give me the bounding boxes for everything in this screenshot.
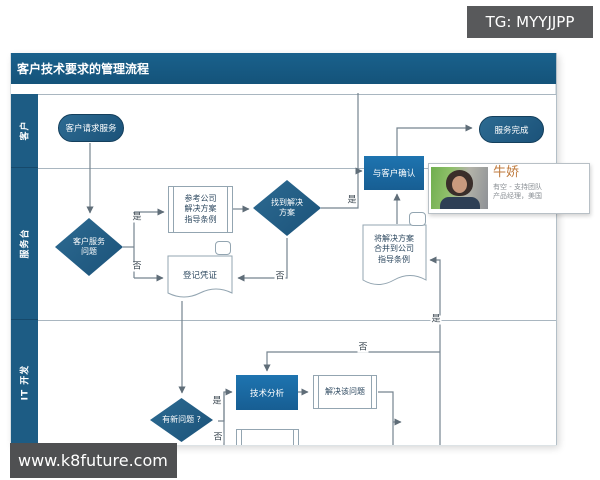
decision-customer-service-problem: 客户服务问题	[55, 218, 123, 276]
node-merge-solution	[362, 224, 427, 285]
lane-label-it-dev: IT 开发	[20, 364, 31, 401]
comment-balloon-icon	[215, 241, 231, 255]
node-clipped-bottom	[236, 429, 299, 445]
canvas-top-border	[38, 94, 556, 95]
diagram-title-bar: 客户技术要求的管理流程	[10, 53, 556, 84]
decision-solution-found: 找到解决方案	[253, 180, 321, 236]
edge-label-no: 否	[131, 261, 143, 272]
edge-label-no: 否	[357, 342, 369, 353]
contact-status: 有空 - 支持团队	[493, 183, 542, 191]
contact-title: 产品经理，美国	[493, 192, 542, 200]
node-reference-guidelines: 参考公司解决方案指导条例	[168, 186, 233, 233]
edge-label-yes: 是	[131, 212, 143, 223]
lane-label-service-desk: 服务台	[10, 168, 38, 320]
node-start: 客户请求服务	[58, 114, 124, 142]
node-register-voucher	[167, 255, 233, 298]
panel-left-border	[10, 53, 11, 445]
node-merge-solution-label: 将解决方案合并到公司指导条例	[374, 234, 414, 264]
edge-label-no: 否	[212, 432, 224, 443]
title-gap-strip	[10, 84, 556, 94]
decision-new-problem: 有新问题 ?	[150, 398, 213, 442]
edge-label-yes: 是	[211, 396, 223, 407]
watermark-bottom-left: www.k8future.com	[10, 443, 177, 478]
node-register-voucher-label: 登记凭证	[182, 271, 217, 281]
edge-label-no: 否	[274, 271, 286, 282]
contact-photo	[431, 167, 488, 209]
diagram-title: 客户技术要求的管理流程	[17, 62, 150, 76]
node-end: 服务完成	[479, 116, 544, 143]
panel-bottom-border	[10, 445, 557, 446]
node-technical-analysis: 技术分析	[236, 375, 298, 410]
edge-label-yes: 是	[430, 314, 442, 325]
lane-label-customer: 客户	[10, 94, 38, 168]
lane-divider-1	[38, 168, 556, 169]
photo-clothes	[440, 197, 480, 209]
contact-name: 牛娇	[493, 165, 520, 180]
watermark-top-right: TG: MYYJJPP	[467, 6, 593, 38]
node-confirm-with-customer: 与客户确认	[364, 156, 424, 190]
node-solve-problem: 解决该问题	[313, 375, 377, 409]
panel-right-border	[556, 53, 557, 445]
comment-balloon-icon	[409, 212, 426, 226]
edge-label-yes: 是	[346, 195, 358, 206]
lane-label-column: 客户 服务台 IT 开发	[10, 94, 38, 445]
contact-card: 牛娇 有空 - 支持团队 产品经理，美国	[428, 163, 590, 214]
photo-face	[452, 176, 467, 193]
lane-divider-2	[38, 320, 556, 321]
